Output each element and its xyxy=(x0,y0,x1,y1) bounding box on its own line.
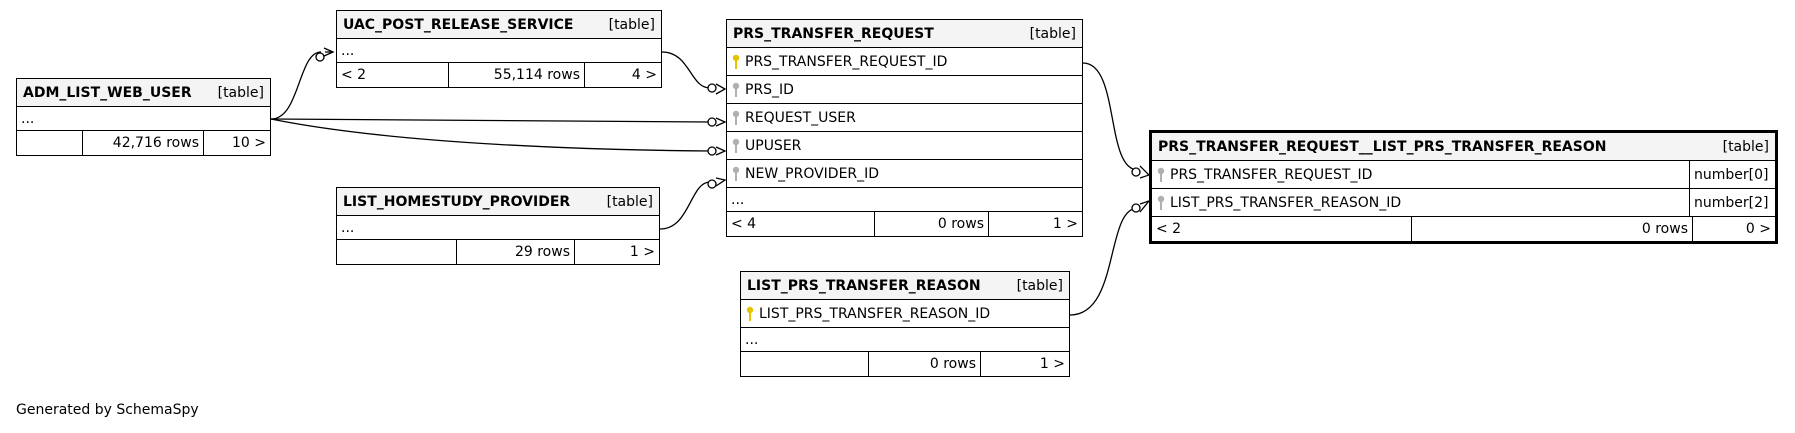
column-name: NEW_PROVIDER_ID xyxy=(745,165,880,182)
more-columns: ... xyxy=(727,188,1082,212)
row-count: 0 rows xyxy=(869,352,981,376)
table-name: LIST_HOMESTUDY_PROVIDER xyxy=(343,193,571,210)
column-name: UPUSER xyxy=(745,137,802,154)
row-count: 55,114 rows xyxy=(449,63,585,87)
parents-count[interactable]: < 4 xyxy=(727,212,875,236)
table-footer: 0 rows 1 > xyxy=(741,352,1069,376)
column-type: number[2] xyxy=(1689,189,1775,216)
parents-count[interactable] xyxy=(741,352,869,376)
column-name: PRS_TRANSFER_REQUEST_ID xyxy=(745,53,948,70)
edge-homestudy-to-new-provider xyxy=(659,181,711,230)
primary-key-icon xyxy=(746,306,754,321)
edge-adm-to-uac xyxy=(270,51,322,120)
foreign-key-icon xyxy=(1157,195,1165,210)
table-kind: [table] xyxy=(608,16,655,33)
children-count[interactable]: 0 > xyxy=(1745,221,1771,237)
row-count: 0 rows xyxy=(1412,217,1693,241)
row-count: 29 rows xyxy=(457,240,575,264)
table-footer: 29 rows 1 > xyxy=(337,240,659,264)
edge-adm-to-upuser xyxy=(270,118,711,152)
table-kind: [table] xyxy=(1029,25,1076,42)
row-count: 42,716 rows xyxy=(83,131,204,155)
column-row[interactable]: PRS_TRANSFER_REQUEST_ID number[0] xyxy=(1152,161,1775,189)
column-row[interactable]: NEW_PROVIDER_ID xyxy=(727,160,1082,188)
children-count[interactable]: 10 > xyxy=(232,135,266,151)
parents-count[interactable]: < 2 xyxy=(1152,217,1412,241)
more-columns: ... xyxy=(741,328,1069,352)
table-header: LIST_PRS_TRANSFER_REASON [table] xyxy=(741,272,1069,300)
table-name: ADM_LIST_WEB_USER xyxy=(23,84,192,101)
foreign-key-icon xyxy=(732,82,740,97)
table-footer: 42,716 rows 10 > xyxy=(17,131,270,155)
generated-by-footer: Generated by SchemaSpy xyxy=(16,402,199,418)
table-adm-list-web-user[interactable]: ADM_LIST_WEB_USER [table] ... 42,716 row… xyxy=(16,78,271,156)
column-row[interactable]: REQUEST_USER xyxy=(727,104,1082,132)
column-name: LIST_PRS_TRANSFER_REASON_ID xyxy=(759,305,991,322)
column-row[interactable]: LIST_PRS_TRANSFER_REASON_ID number[2] xyxy=(1152,189,1775,217)
column-type: number[0] xyxy=(1689,161,1775,188)
table-name: LIST_PRS_TRANSFER_REASON xyxy=(747,277,981,294)
children-count[interactable]: 1 > xyxy=(1039,356,1065,372)
table-prs-transfer-request-list-prs-transfer-reason[interactable]: PRS_TRANSFER_REQUEST__LIST_PRS_TRANSFER_… xyxy=(1149,130,1778,244)
table-header: PRS_TRANSFER_REQUEST__LIST_PRS_TRANSFER_… xyxy=(1152,133,1775,161)
column-name: REQUEST_USER xyxy=(745,109,856,126)
children-count[interactable]: 4 > xyxy=(631,67,657,83)
table-header: PRS_TRANSFER_REQUEST [table] xyxy=(727,20,1082,48)
table-name: PRS_TRANSFER_REQUEST xyxy=(733,25,934,42)
table-header: LIST_HOMESTUDY_PROVIDER [table] xyxy=(337,188,659,216)
edge-adm-to-request-user xyxy=(270,118,711,123)
table-footer: < 4 0 rows 1 > xyxy=(727,212,1082,236)
children-count[interactable]: 1 > xyxy=(629,244,655,260)
table-header: ADM_LIST_WEB_USER [table] xyxy=(17,79,270,107)
primary-key-icon xyxy=(732,54,740,69)
table-name: PRS_TRANSFER_REQUEST__LIST_PRS_TRANSFER_… xyxy=(1158,138,1607,155)
table-footer: < 2 0 rows 0 > xyxy=(1152,217,1775,241)
foreign-key-icon xyxy=(732,110,740,125)
table-kind: [table] xyxy=(217,84,264,101)
column-name: PRS_ID xyxy=(745,81,794,98)
more-columns: ... xyxy=(337,216,659,240)
table-kind: [table] xyxy=(1722,138,1769,155)
table-uac-post-release-service[interactable]: UAC_POST_RELEASE_SERVICE [table] ... < 2… xyxy=(336,10,662,88)
foreign-key-icon xyxy=(732,138,740,153)
row-count: 0 rows xyxy=(875,212,989,236)
table-list-prs-transfer-reason[interactable]: LIST_PRS_TRANSFER_REASON [table] LIST_PR… xyxy=(740,271,1070,377)
table-name: UAC_POST_RELEASE_SERVICE xyxy=(343,16,574,33)
table-kind: [table] xyxy=(606,193,653,210)
edge-uac-to-prs-id xyxy=(661,51,711,89)
parents-count[interactable] xyxy=(17,131,83,155)
column-row[interactable]: UPUSER xyxy=(727,132,1082,160)
column-row[interactable]: PRS_ID xyxy=(727,76,1082,104)
more-columns: ... xyxy=(17,107,270,131)
column-name: LIST_PRS_TRANSFER_REASON_ID xyxy=(1170,194,1402,211)
table-header: UAC_POST_RELEASE_SERVICE [table] xyxy=(337,11,661,39)
more-columns: ... xyxy=(337,39,661,63)
table-prs-transfer-request[interactable]: PRS_TRANSFER_REQUEST [table] PRS_TRANSFE… xyxy=(726,19,1083,237)
edge-prs-to-link xyxy=(1082,62,1139,171)
parents-count[interactable]: < 2 xyxy=(337,63,449,87)
table-kind: [table] xyxy=(1016,277,1063,294)
parents-count[interactable] xyxy=(337,240,457,264)
column-name: PRS_TRANSFER_REQUEST_ID xyxy=(1170,166,1373,183)
foreign-key-icon xyxy=(732,166,740,181)
table-footer: < 2 55,114 rows 4 > xyxy=(337,63,661,87)
column-row[interactable]: PRS_TRANSFER_REQUEST_ID xyxy=(727,48,1082,76)
edge-adm-uac-zero xyxy=(315,52,325,62)
column-row[interactable]: LIST_PRS_TRANSFER_REASON_ID xyxy=(741,300,1069,328)
children-count[interactable]: 1 > xyxy=(1052,216,1078,232)
foreign-key-icon xyxy=(1157,167,1165,182)
table-list-homestudy-provider[interactable]: LIST_HOMESTUDY_PROVIDER [table] ... 29 r… xyxy=(336,187,660,265)
